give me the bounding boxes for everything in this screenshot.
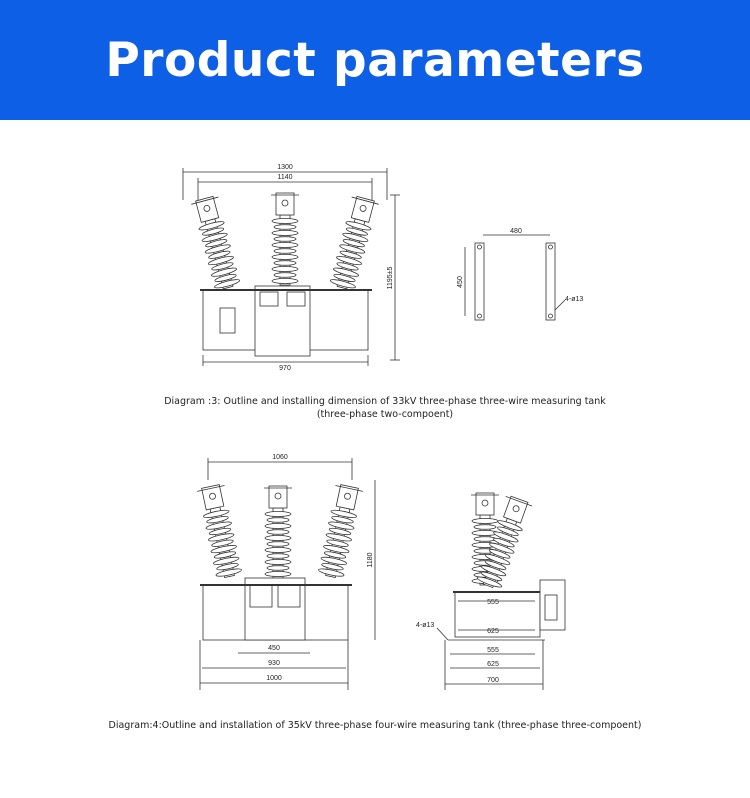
dim-1300: 1300 [277, 164, 293, 171]
dim-side-625: 625 [487, 661, 499, 668]
diagram3-caption: Diagram :3: Outline and installing dimen… [164, 396, 606, 407]
dim-450: 450 [268, 645, 280, 652]
dim-450: 450 [457, 276, 464, 288]
diagram4-front-view: 1060 1180 450 930 1000 [196, 454, 376, 690]
dim-side-555-top: 555 [487, 599, 499, 606]
dim-side-700: 700 [487, 677, 499, 684]
dim-1180: 1180 [367, 552, 374, 567]
dim-1060: 1060 [272, 454, 288, 461]
dim-holes: 4-ø13 [416, 622, 434, 629]
dim-side-555: 555 [487, 647, 499, 654]
dim-holes: 4-ø13 [565, 296, 583, 303]
dim-970: 970 [279, 365, 291, 372]
dim-480: 480 [510, 228, 522, 235]
header-banner: Product parameters [0, 0, 750, 120]
diagram3-caption-sub: (three-phase two-compoent) [316, 409, 454, 420]
diagram3-brackets: 480 450 4-ø13 [457, 228, 583, 321]
dim-side-625-top: 625 [487, 628, 499, 635]
dim-1195: 1195±5 [387, 267, 394, 290]
dim-930: 930 [268, 660, 280, 667]
diagram4-caption: Diagram:4:Outline and installation of 35… [108, 720, 642, 731]
dim-1000: 1000 [266, 675, 282, 682]
dim-1140: 1140 [277, 174, 292, 181]
diagram3-front-view: 1300 1140 970 1195±5 [182, 164, 400, 372]
page-title: Product parameters [105, 32, 645, 88]
diagram4-side-view: 555 625 555 625 700 4-ø13 [416, 492, 566, 690]
